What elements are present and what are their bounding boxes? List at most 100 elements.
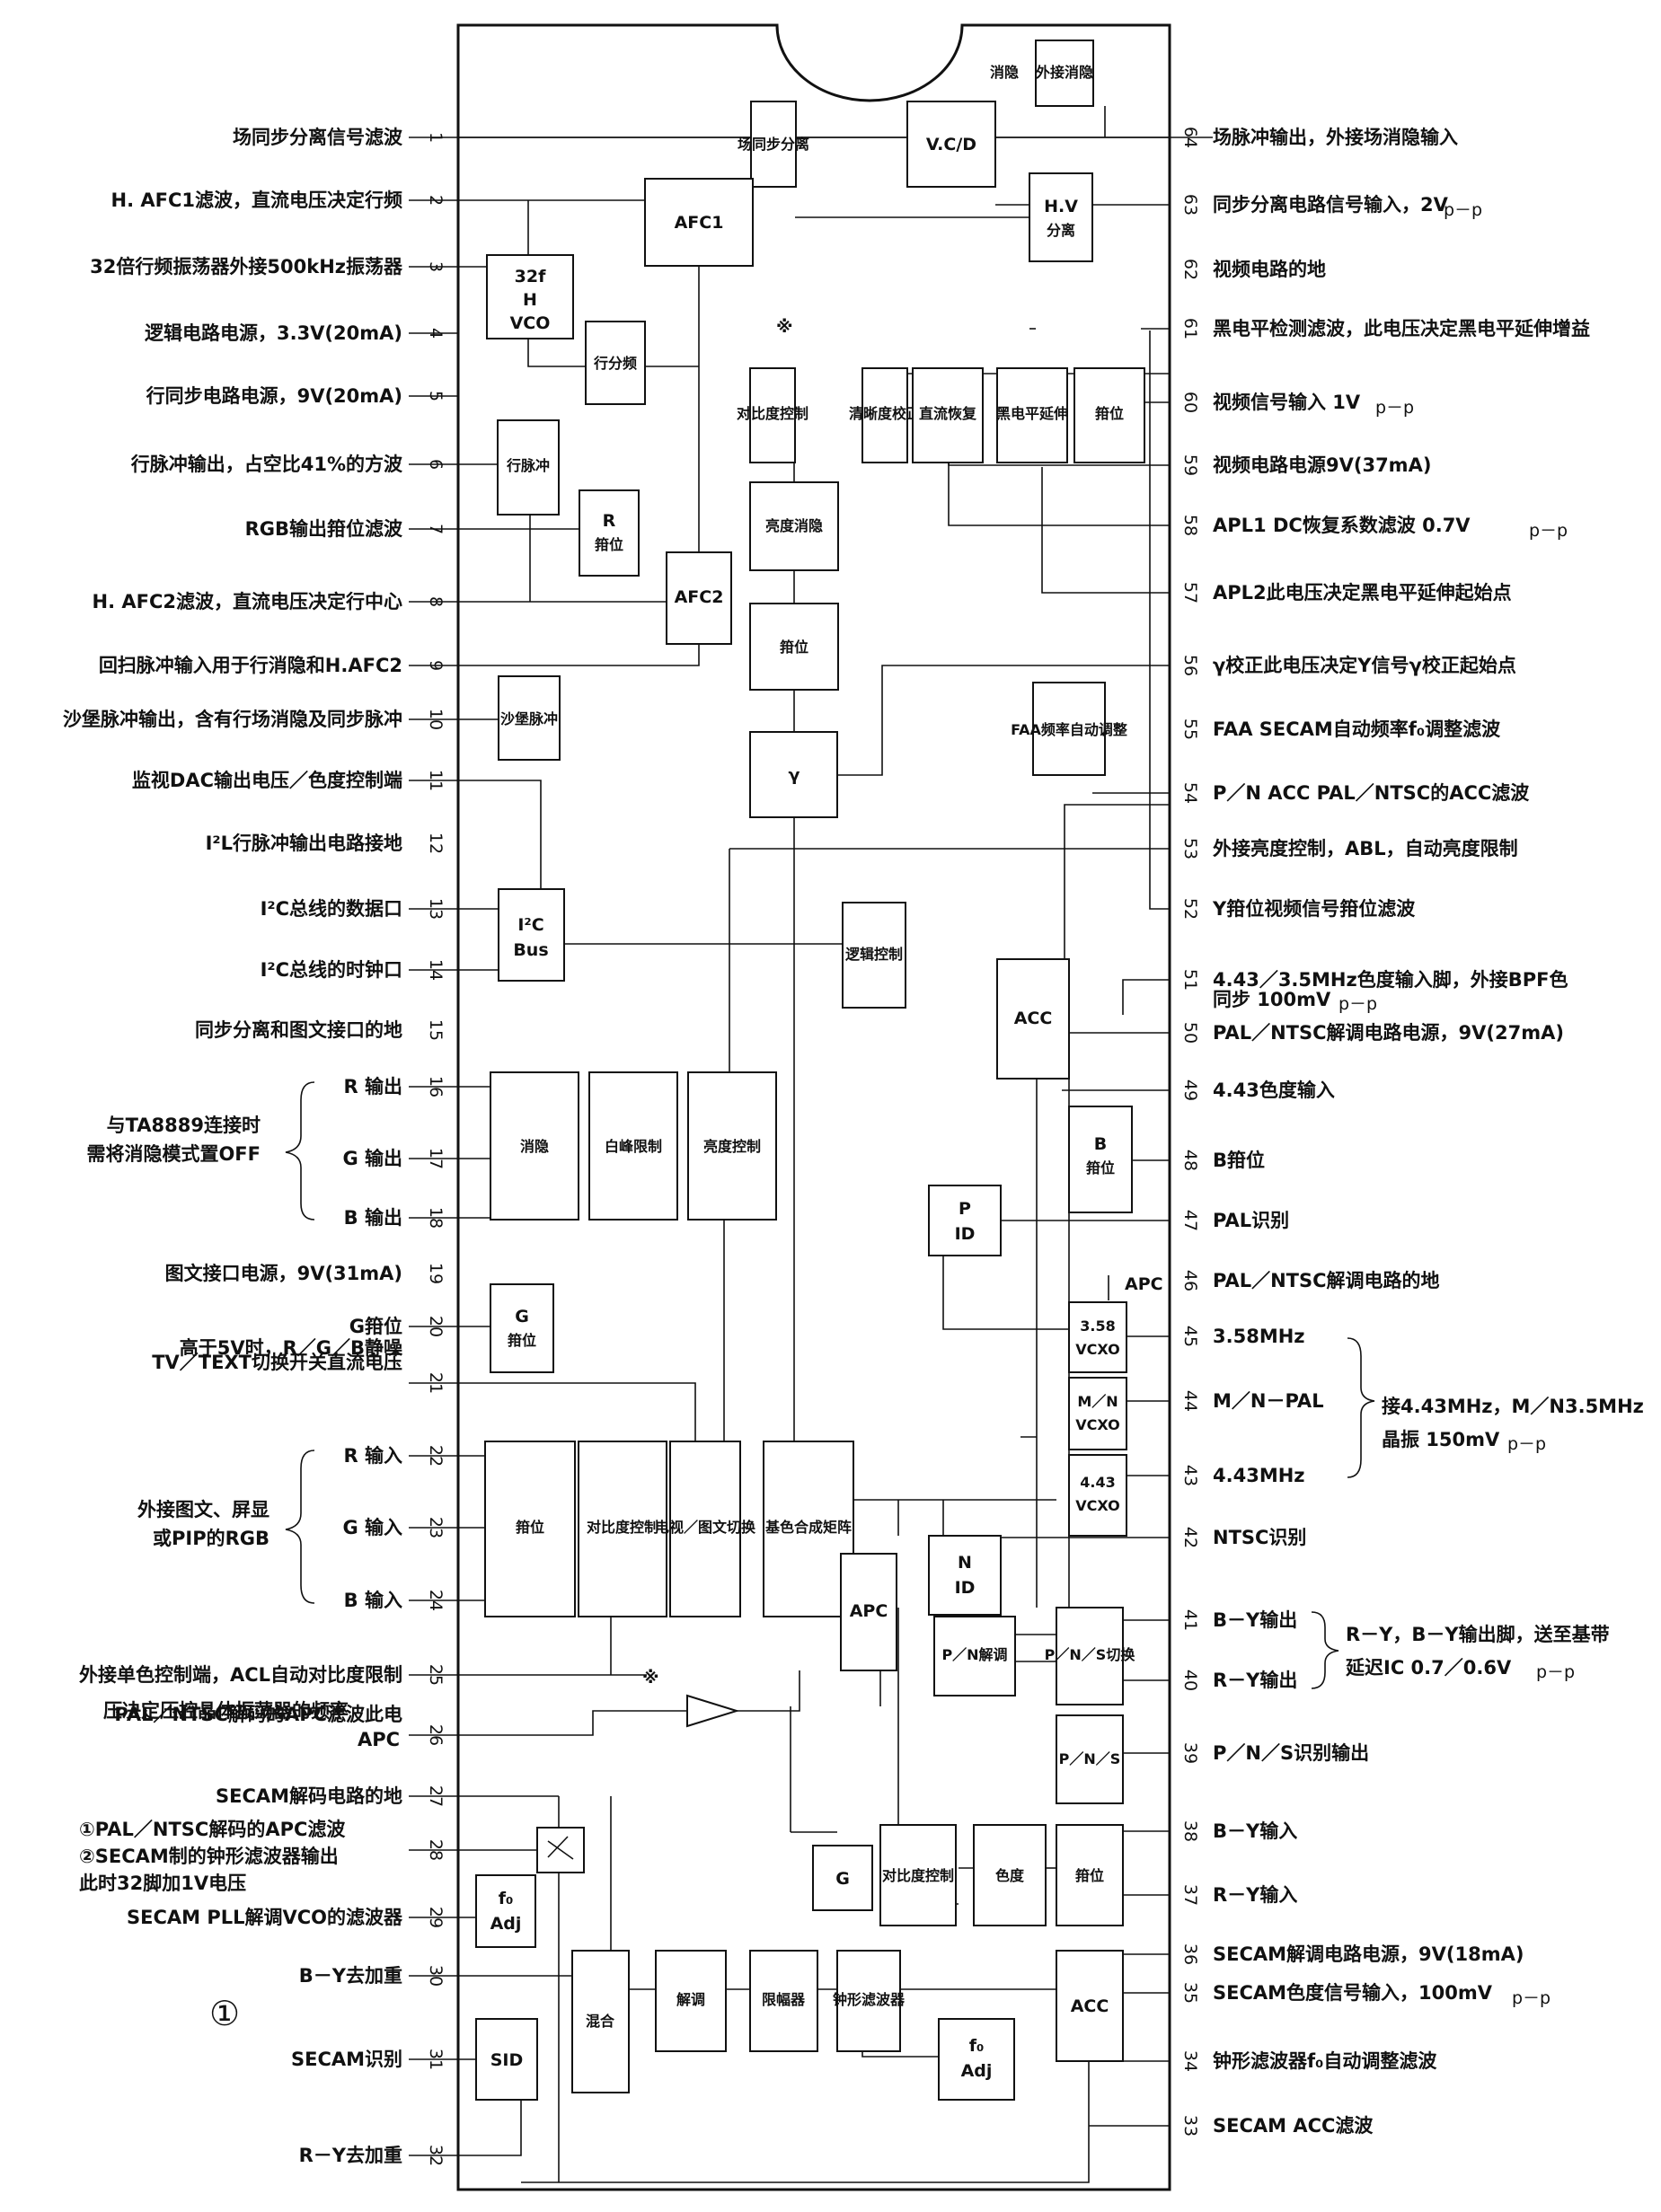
apc-block	[840, 1553, 897, 1671]
left-pin-label: G 输入	[342, 1517, 402, 1538]
left-pin-label: 逻辑电路电源，3.3V(20mA)	[145, 322, 402, 344]
right-pin-number: 62	[1180, 259, 1200, 280]
right-pin-number: 43	[1180, 1465, 1200, 1486]
vco-label-2: H	[523, 290, 537, 310]
right-pin-label: SECAM解调电路电源，9V(18mA)	[1213, 1943, 1524, 1965]
vcxo-mn-block	[1068, 1377, 1127, 1450]
blank-out-label: 消隐	[520, 1138, 549, 1155]
right-pin-label: PAL／NTSC解调电路电源，9V(27mA)	[1213, 1022, 1564, 1044]
star-mark-top: ※	[776, 317, 792, 337]
left-pin-number: 2	[426, 195, 446, 206]
left-pin-number: 14	[426, 959, 446, 981]
right-pin-label: 3.58MHz	[1213, 1326, 1305, 1347]
left-pin-label: ①PAL／NTSC解码的APC滤波	[79, 1819, 346, 1840]
left-pin-label: G 输出	[342, 1148, 402, 1169]
right-pin-number: 40	[1180, 1670, 1200, 1691]
left-pin-label: 同步分离和图文接口的地	[195, 1019, 402, 1041]
left-pin-label: H. AFC2滤波，直流电压决定行中心	[93, 591, 402, 612]
ry-brace	[1311, 1611, 1339, 1689]
hv-sep-block	[1029, 172, 1093, 262]
contrast-bot-block	[879, 1824, 957, 1926]
demod-block	[655, 1950, 727, 2052]
left-pin-number: 1	[426, 132, 446, 143]
gamma-block	[749, 731, 838, 818]
afc2-label: AFC2	[675, 587, 724, 607]
left-pin-label: 回扫脉冲输入用于行消隐和H.AFC2	[99, 655, 402, 676]
right-pin-label: APL1 DC恢复系数滤波 0.7V	[1213, 515, 1471, 536]
secam-switch	[536, 1827, 585, 1873]
contrast-top-block	[749, 367, 796, 463]
vco-label-1: 32f	[515, 267, 546, 286]
clamp-top-label: 箝位	[1095, 405, 1124, 422]
right-pin-number: 50	[1180, 1022, 1200, 1044]
clamp-bot-label: 箝位	[1075, 1867, 1104, 1884]
right-pin-number: 41	[1180, 1609, 1200, 1631]
ntsc-id-block	[928, 1535, 1002, 1616]
right-pin-subscript: p－p	[1375, 398, 1414, 418]
right-pin-number: 37	[1180, 1884, 1200, 1906]
hdiv-block	[585, 321, 646, 405]
left-pin-label: B－Y去加重	[299, 1965, 402, 1987]
sharpness-label: 清晰度校正	[849, 405, 921, 422]
y-clamp-block	[749, 603, 839, 691]
apc-amplifier	[686, 1694, 740, 1728]
hdiv-label: 行分频	[593, 355, 637, 372]
in-contrast-block	[578, 1441, 667, 1617]
fo-adj-right-label-2: Adj	[961, 2061, 993, 2081]
left-pin-label: RGB输出箝位滤波	[245, 518, 403, 540]
ry-note-line2: 延迟IC 0.7／0.6V	[1345, 1657, 1512, 1679]
rgb-in-note-line2: 或PIP的RGB	[153, 1528, 269, 1549]
right-pin-label: R－Y输入	[1213, 1884, 1297, 1906]
rgb-in-brace	[285, 1450, 315, 1604]
right-pin-subscript: p－p	[1529, 521, 1568, 541]
vcxo-443-label-2: VCXO	[1075, 1497, 1120, 1514]
matrix-block	[763, 1441, 854, 1617]
tv-text-switch-block	[669, 1441, 741, 1617]
afc2-block	[666, 551, 732, 645]
left-pin-number: 18	[426, 1207, 446, 1229]
pin28-label-line2: ②SECAM制的钟形滤波器输出	[79, 1846, 339, 1867]
right-pin-number: 61	[1180, 318, 1200, 339]
right-pin-number: 63	[1180, 194, 1200, 216]
right-pin-number: 57	[1180, 582, 1200, 604]
signal-wires	[409, 106, 1213, 2183]
left-pin-number: 31	[426, 2049, 446, 2070]
b-clamp-label-2: 箝位	[1086, 1159, 1115, 1177]
blank-out-block	[490, 1071, 579, 1221]
afc1-label: AFC1	[675, 213, 724, 233]
pin51-sub: p－p	[1339, 994, 1377, 1014]
pin28-label-line3: 此时32脚加1V电压	[79, 1873, 246, 1894]
right-pin-number: 46	[1180, 1270, 1200, 1291]
vcd-label: V.C/D	[926, 135, 976, 154]
black-stretch-label: 黑电平延伸	[996, 405, 1068, 422]
hpulse-label: 行脉冲	[506, 457, 550, 474]
left-pin-number: 10	[426, 709, 446, 730]
vcxo-358-label-2: VCXO	[1075, 1341, 1120, 1358]
left-pin-number: 24	[426, 1590, 446, 1611]
right-pin-label: M／N－PAL	[1213, 1390, 1324, 1412]
vcxo-mn-label-1: M／N	[1077, 1393, 1118, 1410]
ry-note-line1: R－Y，B－Y输出脚，送至基带	[1346, 1624, 1610, 1645]
right-pin-label: 钟形滤波器f₀自动调整滤波	[1213, 2050, 1437, 2072]
left-pin-number: 20	[426, 1316, 446, 1337]
faa-label: FAA频率自动调整	[1011, 721, 1127, 738]
r-clamp-label-2: 箝位	[595, 536, 623, 553]
right-pin-label: Y箝位视频信号箝位滤波	[1212, 898, 1416, 920]
sandcastle-block	[498, 675, 561, 761]
right-pin-number: 51	[1180, 969, 1200, 991]
left-pin-label: G箝位	[349, 1316, 402, 1337]
pns-id-label: P／N／S	[1059, 1750, 1121, 1767]
left-pin-label: 场同步分离信号滤波	[233, 127, 403, 148]
white-peak-block	[588, 1071, 678, 1221]
sandcastle-label: 沙堡脉冲	[500, 710, 558, 727]
pns-switch-block	[1056, 1607, 1124, 1705]
g-small-block	[812, 1845, 873, 1911]
left-pin-number: 28	[426, 1839, 446, 1861]
rgb-out-note-line2: 需将消隐模式置OFF	[86, 1143, 261, 1165]
right-pin-label: 视频信号输入 1V	[1213, 392, 1361, 413]
right-pin-label: APL2此电压决定黑电平延伸起始点	[1213, 582, 1512, 604]
dc-restore-label: 直流恢复	[919, 405, 977, 422]
pns-id-block	[1056, 1714, 1124, 1804]
left-pin-number: 6	[426, 459, 446, 470]
